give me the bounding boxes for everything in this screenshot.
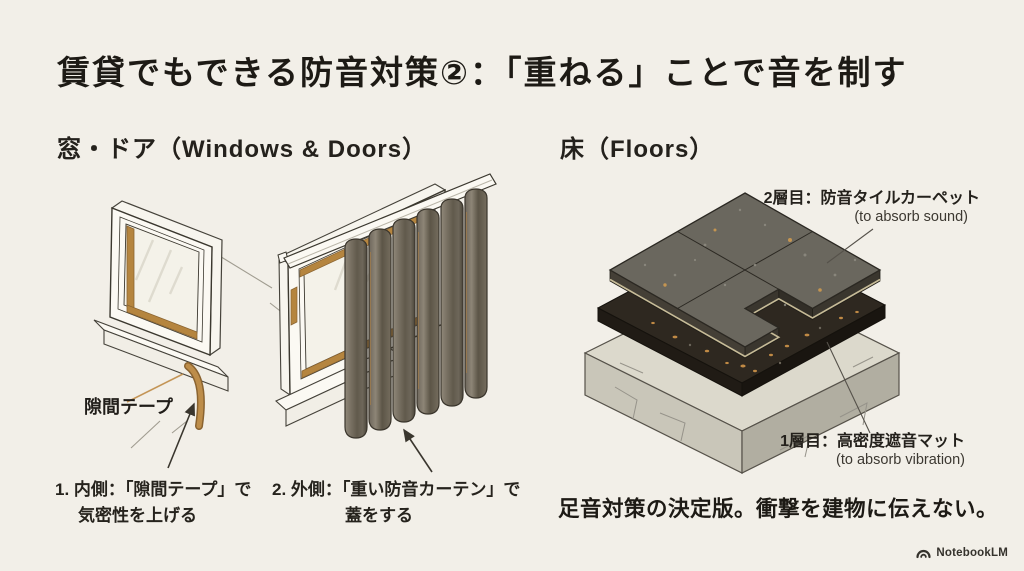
layer2-label-en: (to absorb sound) bbox=[854, 209, 968, 225]
layer1-label-jp: 1層目：高密度遮音マット bbox=[780, 433, 965, 450]
tile-flecks bbox=[663, 228, 822, 292]
notebooklm-arc-icon bbox=[916, 549, 931, 559]
window-with-curtain bbox=[275, 173, 497, 439]
caption-line: 2. 外側：「重い防音カーテン」で bbox=[272, 480, 521, 499]
tile-carpet bbox=[608, 192, 882, 359]
mat-flecks bbox=[651, 310, 859, 373]
layer1-label-en: (to absorb vibration) bbox=[836, 452, 965, 468]
tile-speckles bbox=[643, 208, 857, 307]
concrete-cracks bbox=[614, 356, 874, 458]
caption-outside-curtain: 2. 外側：「重い防音カーテン」で 蓋をする bbox=[272, 477, 520, 529]
page-title: 賃貸でもできる防音対策②：「重ねる」ことで音を制す bbox=[57, 54, 908, 91]
glass-streaks bbox=[134, 239, 184, 303]
curtain-rod bbox=[283, 173, 497, 269]
caption1-arrow-icon bbox=[167, 402, 195, 469]
floor-layers-illustration bbox=[583, 192, 901, 474]
floors-section-heading: 床（Floors） bbox=[560, 136, 715, 163]
layer-leader-lines bbox=[826, 228, 874, 434]
caption-inside-tape: 1. 内側：「隙間テープ」で 気密性を上げる bbox=[55, 477, 251, 529]
soundproof-curtain bbox=[344, 188, 488, 439]
caption-line: 1. 内側：「隙間テープ」で bbox=[55, 480, 252, 499]
gap-tape-strip-bottom bbox=[126, 304, 198, 340]
layer1-label: 1層目：高密度遮音マット (to absorb vibration) bbox=[780, 427, 965, 468]
caption2-arrow-icon bbox=[403, 428, 433, 473]
notebooklm-watermark: NotebookLM bbox=[916, 546, 1008, 559]
window-with-tape bbox=[93, 200, 229, 430]
brand-label: NotebookLM bbox=[936, 546, 1008, 559]
windows-section-heading: 窓・ドア（Windows & Doors） bbox=[57, 136, 428, 163]
gap-tape-label: 隙間テープ bbox=[84, 397, 173, 417]
caption-line: 気密性を上げる bbox=[78, 506, 197, 525]
caption-line: 蓋をする bbox=[345, 506, 413, 525]
curtain-highlights bbox=[369, 212, 468, 405]
windows-doors-illustration bbox=[93, 173, 497, 473]
layer2-label: 2層目：防音タイルカーペット (to absorb sound) bbox=[764, 184, 980, 225]
mat-specks bbox=[688, 326, 822, 365]
tape-leader-line bbox=[126, 373, 184, 403]
tile-seams bbox=[677, 231, 813, 309]
layer2-label-jp: 2層目：防音タイルカーペット bbox=[763, 190, 980, 207]
gap-tape-strip bbox=[126, 225, 135, 309]
floors-statement: 足音対策の決定版。衝撃を建物に伝えない。 bbox=[558, 497, 999, 521]
